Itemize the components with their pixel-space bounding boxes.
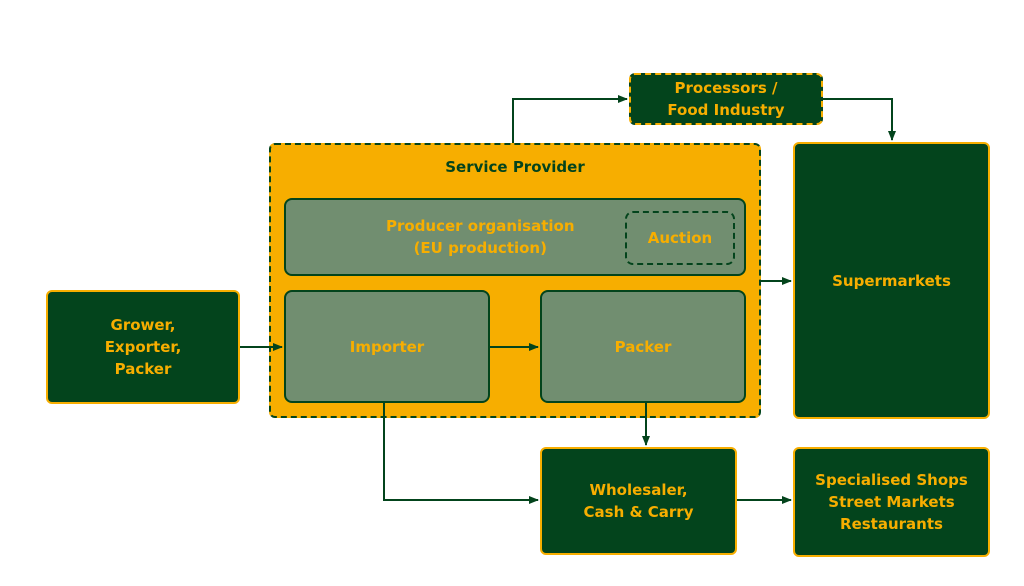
- service-provider-title: Service Provider: [445, 158, 585, 176]
- supermarkets-node[interactable]: Supermarkets: [793, 142, 990, 419]
- processors-label: Processors / Food Industry: [667, 79, 785, 119]
- producer-organisation-label: Producer organisation (EU production): [386, 217, 575, 257]
- grower-node[interactable]: Grower, Exporter, Packer: [46, 290, 240, 404]
- specialised-shops-label: Specialised Shops Street Markets Restaur…: [815, 471, 968, 533]
- arrow-processors-to-supermarkets: [823, 98, 896, 141]
- grower-label: Grower, Exporter, Packer: [104, 316, 182, 378]
- importer-node[interactable]: Importer: [284, 290, 490, 403]
- specialised-shops-node[interactable]: Specialised Shops Street Markets Restaur…: [793, 447, 990, 557]
- arrow-importer-to-wholesaler: [383, 403, 539, 504]
- arrow-sp-to-processors: [512, 95, 628, 143]
- supermarkets-label: Supermarkets: [832, 271, 951, 290]
- wholesaler-node[interactable]: Wholesaler, Cash & Carry: [540, 447, 737, 555]
- importer-label: Importer: [349, 337, 425, 356]
- processors-node[interactable]: Processors / Food Industry: [629, 73, 823, 125]
- wholesaler-label: Wholesaler, Cash & Carry: [583, 481, 694, 521]
- auction-label: Auction: [647, 229, 713, 247]
- packer-node[interactable]: Packer: [540, 290, 746, 403]
- auction-node[interactable]: Auction: [625, 211, 735, 265]
- packer-label: Packer: [614, 337, 672, 356]
